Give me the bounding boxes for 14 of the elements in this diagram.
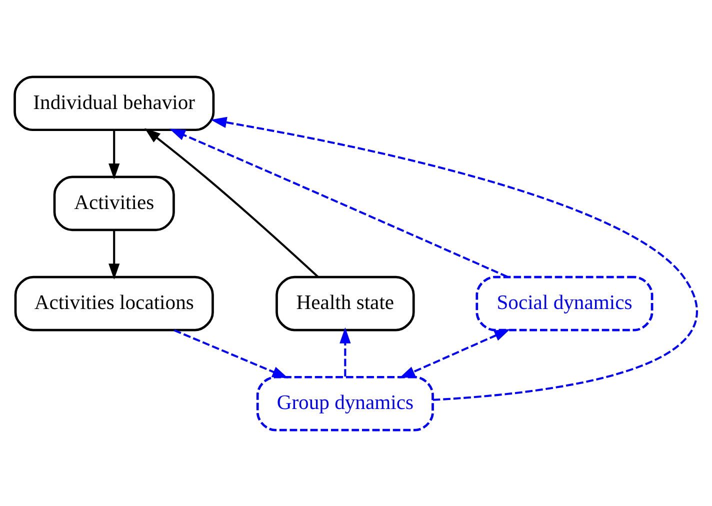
arrow [210,116,698,400]
node-box: Activities [53,175,175,231]
node-box: Health state [276,275,415,331]
arrow [144,128,318,277]
node-box: Individual behavior [14,75,215,131]
arrow [399,328,510,378]
node-box: Social dynamics [476,275,654,331]
node-box: Activities locations [14,275,214,331]
arrow [108,130,120,179]
node-box: Group dynamics [256,375,434,431]
arrow [174,328,288,378]
arrow [108,230,120,279]
arrow [340,326,351,376]
arrow [169,128,508,278]
